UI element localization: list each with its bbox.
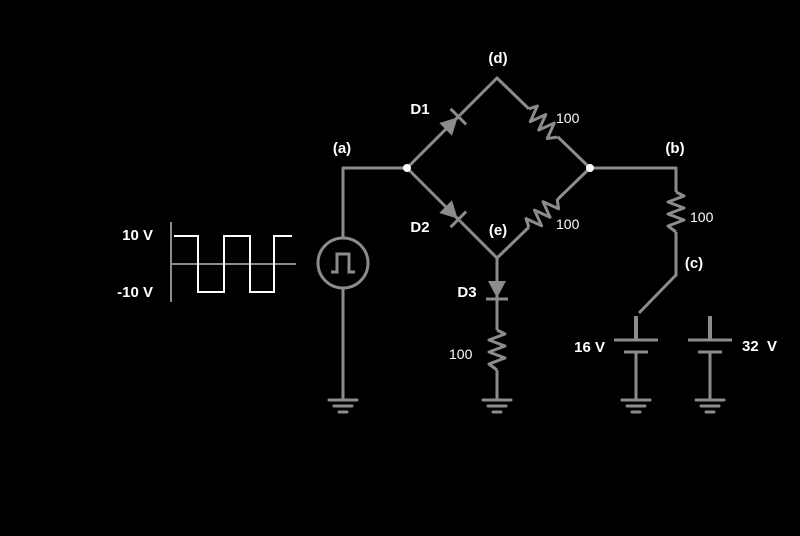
resistor-b-c: [666, 190, 686, 234]
battery-label-left: 16 V: [574, 339, 605, 356]
diode-d3: [485, 278, 509, 302]
ground-icon: [327, 398, 359, 414]
battery-16v: [614, 316, 658, 402]
square-wave-plot: 10 V -10 V: [117, 222, 296, 302]
node-label-d: (d): [488, 50, 507, 67]
ground-icon: [620, 398, 652, 414]
node-label-a: (a): [333, 140, 351, 157]
node-label-b: (b): [665, 140, 684, 157]
resistor-d3: [487, 328, 507, 372]
battery-label-right: 32 V: [742, 338, 777, 355]
resistor-value-d-b: 100: [556, 110, 580, 126]
resistor-value-d3: 100: [449, 346, 473, 362]
square-wave-source: [316, 236, 370, 290]
diode-label-d2: D2: [410, 219, 429, 236]
resistor-e-b: [521, 191, 565, 235]
junction-dot: [403, 164, 411, 172]
node-label-e: (e): [489, 222, 507, 239]
diode-label-d1: D1: [410, 101, 429, 118]
switch-blade: [638, 273, 678, 314]
battery-32v: [688, 316, 732, 402]
waveform-low-label: -10 V: [117, 284, 153, 301]
junction-dot: [586, 164, 594, 172]
ground-icon: [694, 398, 726, 414]
resistor-value-e-b: 100: [556, 216, 580, 232]
resistor-value-b-c: 100: [690, 209, 714, 225]
resistor-d-b: [521, 101, 565, 145]
ac-source-branch: [316, 166, 409, 414]
ground-icon: [481, 398, 513, 414]
square-wave-trace: [174, 235, 292, 293]
waveform-high-label: 10 V: [122, 227, 153, 244]
diode-label-d3: D3: [457, 284, 476, 301]
node-label-c: (c): [685, 255, 703, 272]
square-wave-source-icon: [331, 252, 355, 274]
